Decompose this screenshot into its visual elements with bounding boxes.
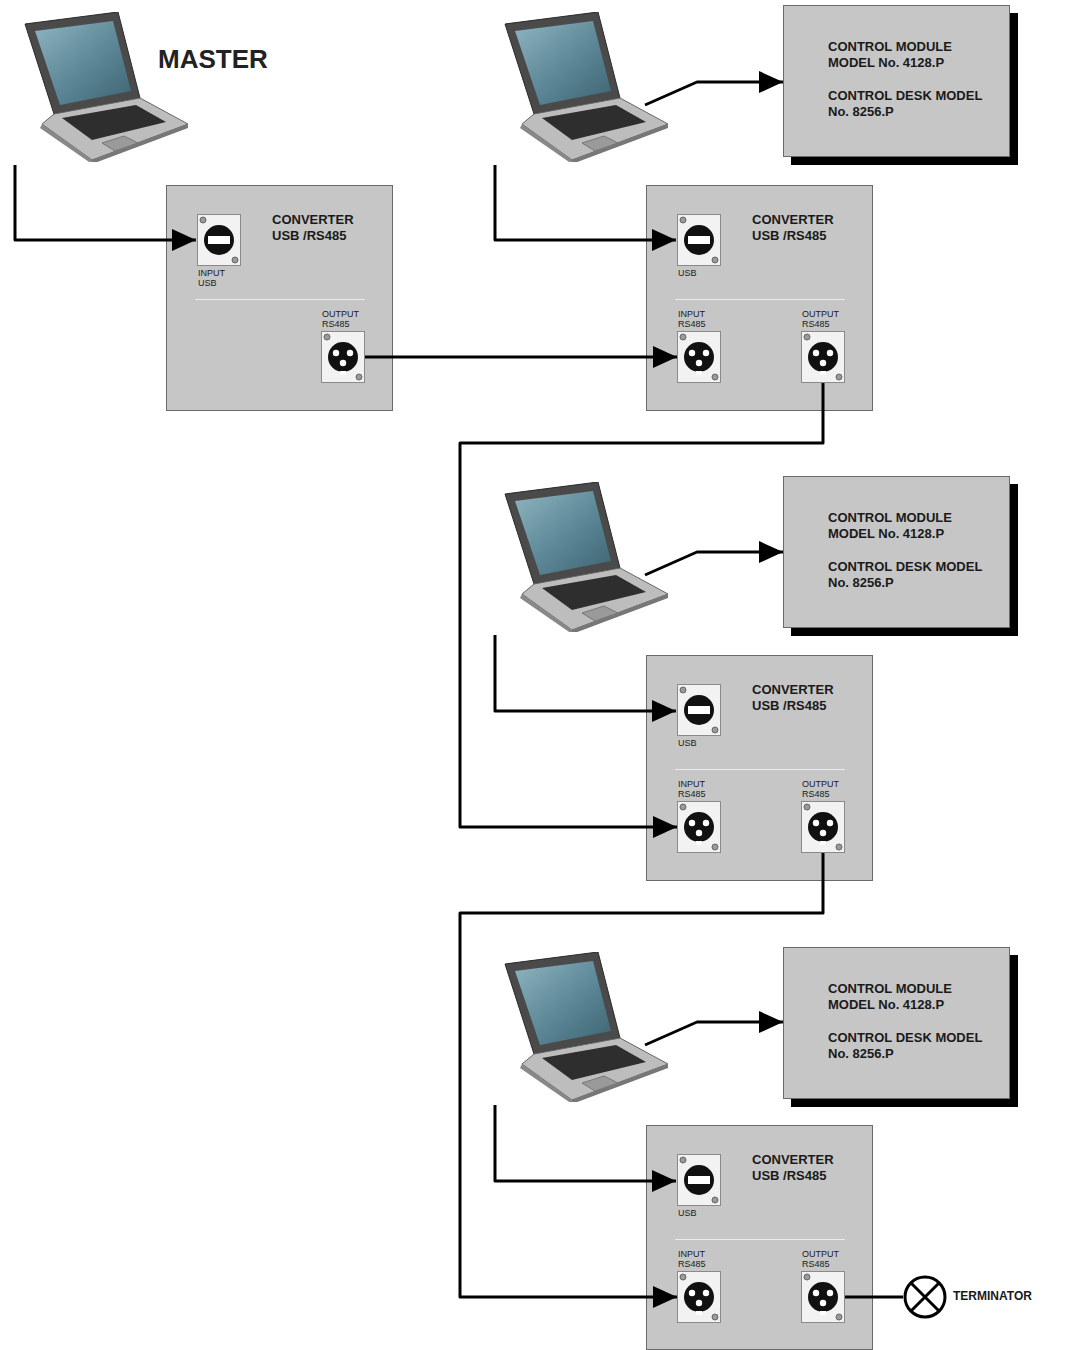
port-label: INPUT RS485 <box>678 779 720 799</box>
xlr-port: INPUT RS485 <box>677 801 721 853</box>
text-block: CONVERTER USB /RS485 <box>752 212 852 244</box>
terminator-label: TERMINATOR <box>953 1289 1032 1304</box>
usb-port: USB <box>677 214 721 266</box>
box-title: CONTROL MODULE MODEL No. 4128.P <box>828 981 988 1013</box>
xlr-port-icon <box>678 802 720 852</box>
panel-divider <box>675 1239 845 1240</box>
label-holder: MASTER <box>158 44 268 74</box>
port-name: USB <box>678 738 720 748</box>
panel-divider <box>675 769 845 770</box>
box-title: CONTROL MODULE MODEL No. 4128.P <box>828 39 988 71</box>
box-title: CONVERTER USB /RS485 <box>752 212 852 244</box>
box-title: CONVERTER USB /RS485 <box>752 1152 852 1184</box>
usb-port-icon <box>678 685 720 735</box>
xlr-port-icon <box>322 332 364 382</box>
port-name: INPUT RS485 <box>678 779 720 799</box>
port-label: OUTPUT RS485 <box>322 309 364 329</box>
port-name: USB <box>678 1208 720 1218</box>
port-label: USB <box>678 268 720 278</box>
box-title: CONVERTER USB /RS485 <box>752 682 852 714</box>
port-label: OUTPUT RS485 <box>802 1249 844 1269</box>
xlr-port: OUTPUT RS485 <box>801 331 845 383</box>
usb-port-icon <box>678 1155 720 1205</box>
port-label: INPUT RS485 <box>678 1249 720 1269</box>
port-name: INPUT RS485 <box>678 309 720 329</box>
usb-port-icon <box>198 215 240 265</box>
box-title: CONTROL DESK MODEL No. 8256.P <box>828 559 988 591</box>
xlr-port: OUTPUT RS485 <box>801 801 845 853</box>
xlr-port-icon <box>678 1272 720 1322</box>
port-name: OUTPUT RS485 <box>802 1249 844 1269</box>
xlr-port: OUTPUT RS485 <box>801 1271 845 1323</box>
terminator-name: TERMINATOR <box>953 1289 1032 1304</box>
box-title: CONTROL DESK MODEL No. 8256.P <box>828 88 988 120</box>
control-module-box: CONTROL MODULE MODEL No. 4128.P CONTROL D… <box>783 476 1010 628</box>
control-module-box: CONTROL MODULE MODEL No. 4128.P CONTROL D… <box>783 947 1010 1099</box>
xlr-port: INPUT RS485 <box>677 331 721 383</box>
usb-port: USB <box>677 1154 721 1206</box>
converter-box: CONVERTER USB /RS485USBINPUT RS485OUTPUT… <box>646 185 873 411</box>
xlr-port-icon <box>802 802 844 852</box>
converter-box: CONVERTER USB /RS485USBINPUT RS485OUTPUT… <box>646 655 873 881</box>
box-title: CONTROL MODULE MODEL No. 4128.P <box>828 510 988 542</box>
panel-divider <box>195 299 365 300</box>
port-name: OUTPUT RS485 <box>322 309 364 329</box>
port-name: INPUT RS485 <box>678 1249 720 1269</box>
terminator-icon <box>903 1275 947 1319</box>
box-title: CONTROL DESK MODEL No. 8256.P <box>828 1030 988 1062</box>
port-label: OUTPUT RS485 <box>802 779 844 799</box>
port-name: OUTPUT RS485 <box>802 309 844 329</box>
usb-port-icon <box>678 215 720 265</box>
xlr-port: OUTPUT RS485 <box>321 331 365 383</box>
usb-port: USB <box>677 684 721 736</box>
port-name: OUTPUT RS485 <box>802 779 844 799</box>
box-title: CONVERTER USB /RS485 <box>272 212 372 244</box>
port-label: USB <box>678 1208 720 1218</box>
xlr-port-icon <box>802 332 844 382</box>
control-module-box: CONTROL MODULE MODEL No. 4128.P CONTROL D… <box>783 5 1010 157</box>
converter-box: CONVERTER USB /RS485USBINPUT RS485OUTPUT… <box>646 1125 873 1350</box>
converter-box: CONVERTER USB /RS485INPUT USBOUTPUT RS48… <box>166 185 393 411</box>
rs485-cable <box>365 356 677 359</box>
port-label: INPUT USB <box>198 268 240 288</box>
port-label: USB <box>678 738 720 748</box>
text-block: CONVERTER USB /RS485 <box>272 212 372 244</box>
text-block: CONTROL MODULE MODEL No. 4128.P CONTROL D… <box>828 39 988 120</box>
text-block: CONVERTER USB /RS485 <box>752 1152 852 1184</box>
usb-port: INPUT USB <box>197 214 241 266</box>
xlr-port: INPUT RS485 <box>677 1271 721 1323</box>
role-label: MASTER <box>158 44 268 74</box>
xlr-port-icon <box>802 1272 844 1322</box>
port-label: OUTPUT RS485 <box>802 309 844 329</box>
terminator-symbol: TERMINATOR <box>903 1275 947 1319</box>
text-block: CONVERTER USB /RS485 <box>752 682 852 714</box>
xlr-port-icon <box>678 332 720 382</box>
port-label: INPUT RS485 <box>678 309 720 329</box>
panel-divider <box>675 299 845 300</box>
port-name: USB <box>678 268 720 278</box>
text-block: CONTROL MODULE MODEL No. 4128.P CONTROL D… <box>828 981 988 1062</box>
port-name: INPUT USB <box>198 268 240 288</box>
text-block: CONTROL MODULE MODEL No. 4128.P CONTROL D… <box>828 510 988 591</box>
